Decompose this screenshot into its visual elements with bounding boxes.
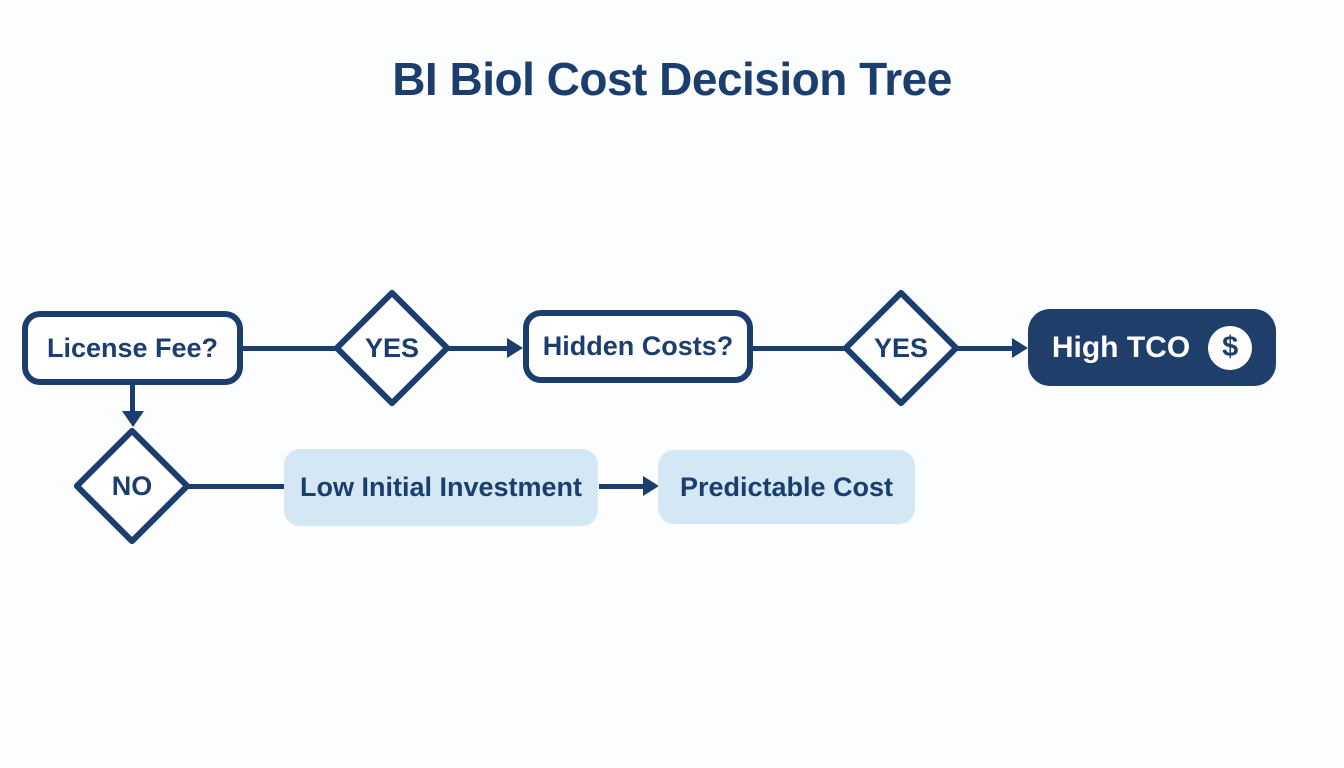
node-license-fee: License Fee? — [22, 311, 243, 385]
arrowhead-right-icon — [643, 476, 659, 496]
node-license-fee-label: License Fee? — [46, 332, 219, 363]
connector-yes2-to-high-tco — [957, 346, 1014, 351]
node-hidden-costs: Hidden Costs? — [523, 310, 753, 383]
arrowhead-right-icon — [1012, 338, 1028, 358]
node-yes-1-label: YES — [364, 332, 420, 363]
node-decision-yes-2: YES — [841, 288, 961, 408]
node-no-label: NO — [111, 470, 153, 501]
node-low-initial-investment-label: Low Initial Investment — [299, 472, 583, 502]
connector-hidden-costs-to-yes2 — [750, 346, 846, 351]
arrowhead-right-icon — [507, 338, 523, 358]
connector-low-initial-to-predictable — [599, 484, 644, 489]
connector-yes1-to-hidden-costs — [448, 346, 509, 351]
page-title: BI Biol Cost Decision Tree — [392, 53, 952, 105]
connector-license-fee-to-no — [130, 382, 135, 412]
dollar-circle-icon: $ — [1208, 325, 1253, 370]
node-decision-yes-1: YES — [332, 288, 452, 408]
node-predictable-cost: Predictable Cost — [658, 450, 915, 524]
connector-license-fee-to-yes1 — [240, 346, 337, 351]
node-high-tco-label: High TCO — [1051, 330, 1191, 364]
connector-no-to-low-initial — [186, 484, 286, 489]
node-high-tco: High TCO $ — [1028, 309, 1276, 386]
node-decision-no: NO — [72, 426, 192, 546]
node-yes-2-label: YES — [873, 332, 929, 363]
node-low-initial-investment: Low Initial Investment — [284, 449, 598, 526]
node-hidden-costs-label: Hidden Costs? — [542, 331, 734, 361]
arrowhead-down-icon — [122, 411, 144, 427]
node-predictable-cost-label: Predictable Cost — [679, 471, 894, 502]
